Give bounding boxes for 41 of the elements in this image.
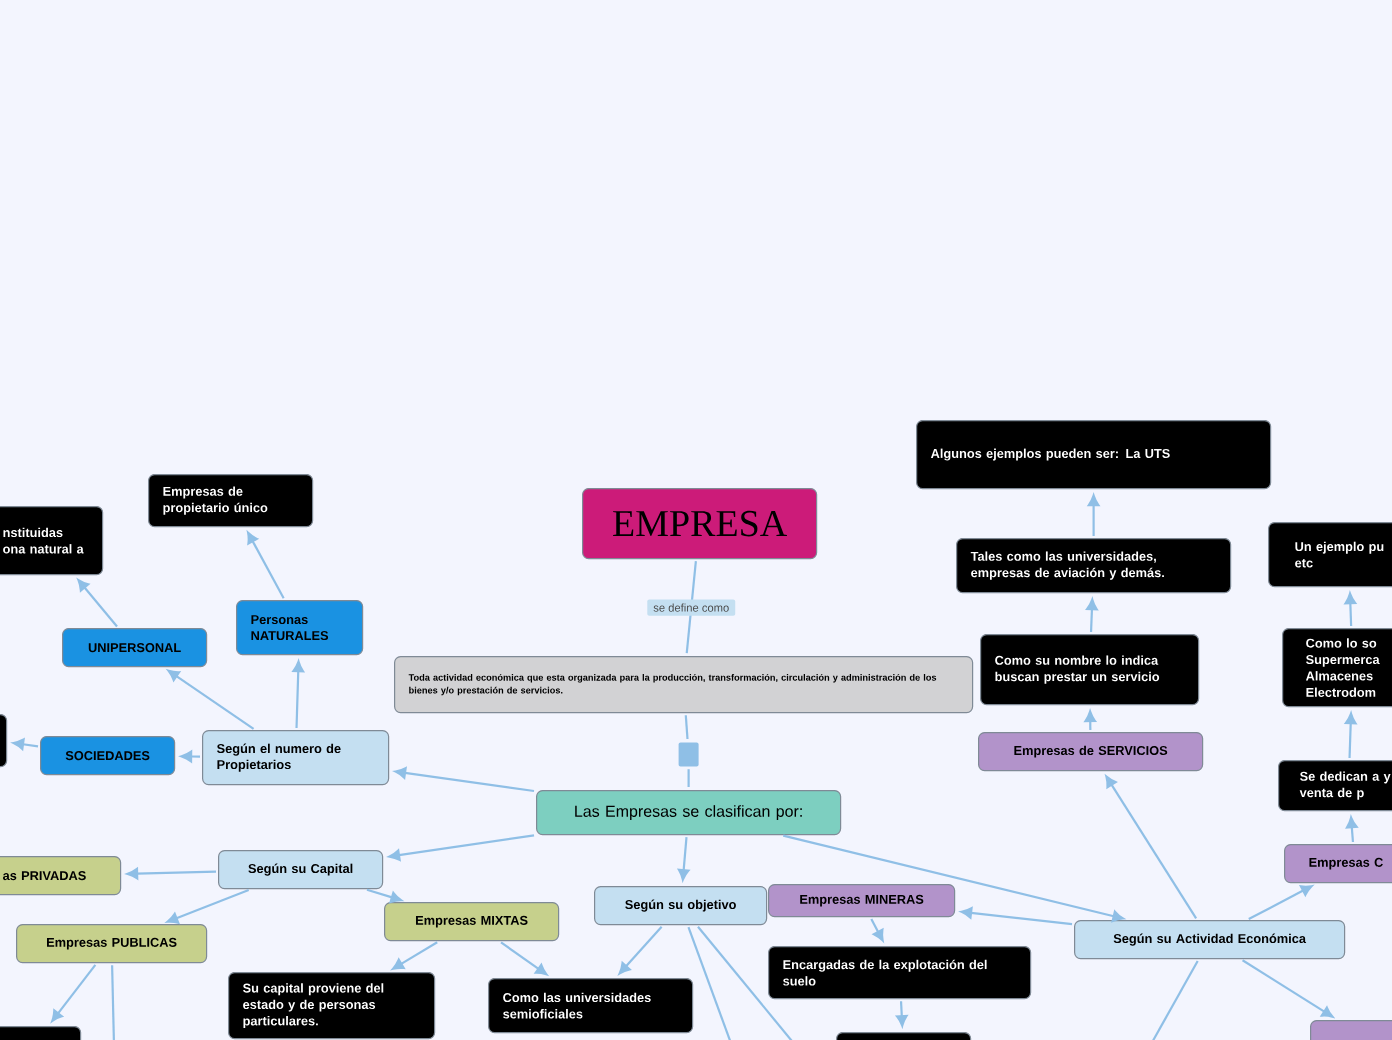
connector — [394, 767, 535, 793]
connector — [1344, 712, 1357, 759]
connector — [388, 834, 535, 861]
empty-box — [836, 1032, 972, 1040]
connector — [1087, 494, 1100, 536]
connector — [126, 867, 217, 880]
connector — [1248, 885, 1313, 921]
connector — [687, 926, 732, 1040]
connector — [366, 888, 403, 904]
connector — [782, 834, 1124, 922]
connector — [1345, 816, 1358, 843]
connector — [697, 926, 795, 1040]
connector — [292, 660, 305, 729]
connector — [1150, 960, 1199, 1040]
connector — [392, 941, 438, 970]
connector — [1105, 775, 1198, 919]
connector — [895, 1001, 908, 1027]
connector — [870, 918, 884, 942]
empty-box — [1310, 1020, 1392, 1040]
empty-box — [0, 714, 8, 768]
title-box: EMPRESA — [582, 488, 818, 560]
connector — [247, 531, 285, 599]
connector — [500, 941, 548, 976]
central-topic-box: Las Empresas se clasifican por: — [536, 790, 842, 836]
connector — [687, 769, 690, 787]
connector — [51, 964, 97, 1022]
connector — [1086, 598, 1098, 633]
connector — [167, 669, 255, 730]
connector — [677, 837, 690, 881]
connector — [166, 888, 250, 924]
connector — [618, 925, 663, 975]
connector — [684, 715, 689, 740]
connector — [1241, 959, 1334, 1018]
connector — [180, 750, 201, 763]
connector — [1344, 592, 1357, 627]
connector — [111, 965, 116, 1040]
connector — [77, 579, 118, 628]
connector — [1084, 710, 1097, 731]
empty-box — [0, 1026, 82, 1040]
connector — [12, 738, 39, 751]
connector — [960, 907, 1073, 926]
